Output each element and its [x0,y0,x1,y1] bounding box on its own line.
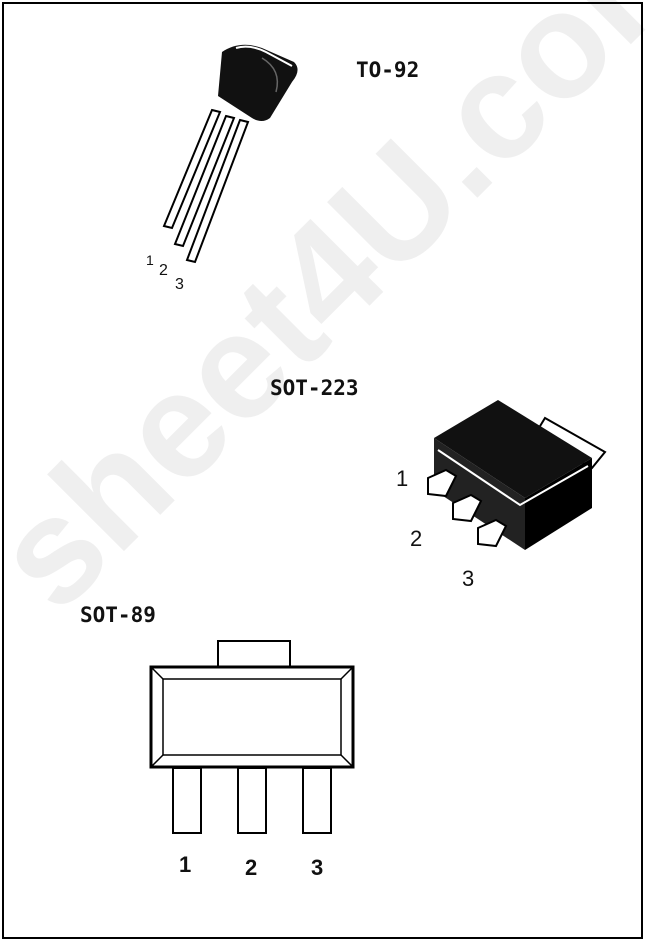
to92-lead-3 [185,118,250,264]
sot223-package [427,400,607,550]
sot223-pin-3-label: 3 [462,566,475,591]
sot223-pin-1-label: 1 [396,466,409,491]
sot223-pin-1 [427,468,458,498]
sot223-body-front [434,438,525,550]
sot223-pin-2 [452,493,483,523]
sot223-pin-2-label: 2 [410,526,423,551]
to92-pin-2-label: 2 [159,262,168,279]
sot89-pin-1 [172,767,202,834]
sot223-label: SOT-223 [270,376,359,400]
sot223-body-side [525,458,592,550]
to92-lead-2 [173,114,236,248]
to92-body [218,44,298,121]
to92-pin-1-label: 1 [146,252,154,268]
sot89-pin-3-label: 3 [311,855,324,880]
sot223-pin-3 [477,518,508,548]
sot223-body-top [434,400,592,498]
sot89-body [149,665,355,769]
to92-pin-3-label: 3 [175,276,184,293]
sot89-label: SOT-89 [80,603,156,627]
to92-label: TO-92 [356,58,420,82]
sot89-pin-3 [302,767,332,834]
sot89-pin-2 [237,767,267,834]
sot89-package [149,640,355,834]
to92-lead-1 [162,108,222,230]
sot89-pin-1-label: 1 [179,852,192,877]
to92-leads [162,108,250,264]
sot89-pin-2-label: 2 [245,855,258,880]
